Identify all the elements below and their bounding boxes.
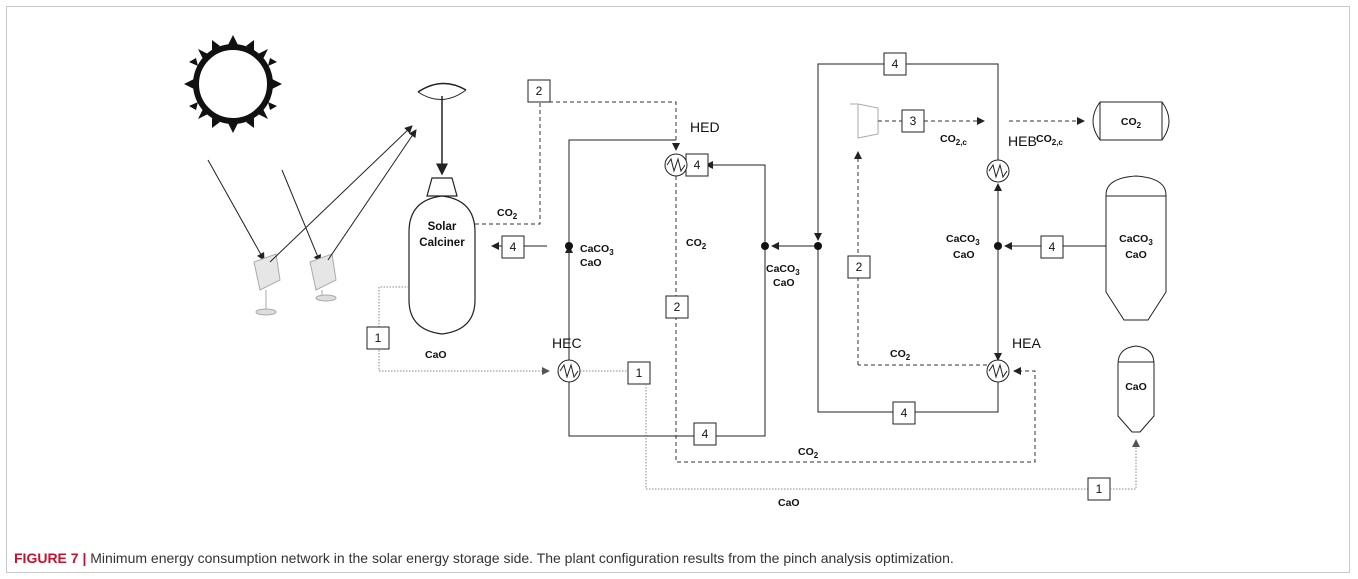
figure-frame — [6, 6, 1350, 573]
solar-calciner: Solar Calciner — [408, 177, 476, 335]
stream-loop-top — [814, 63, 999, 241]
stream-number-2a: 2 — [536, 84, 543, 98]
silo-cao-label: CaO — [1125, 381, 1147, 393]
svg-text:CaCO3: CaCO3 — [766, 263, 800, 277]
cao-label-3: CaO — [580, 257, 602, 269]
caption-text: Minimum energy consumption network in th… — [86, 550, 954, 566]
stream-number-4e: 4 — [901, 406, 908, 420]
co2-label-4: CO — [890, 348, 906, 360]
hed-label: HED — [690, 119, 720, 135]
co2-storage-tank: CO2 — [1092, 101, 1170, 141]
co2-label-3: CO — [798, 446, 814, 458]
calciner-label-line2: Calciner — [419, 237, 465, 249]
stream-number-4b: 4 — [702, 427, 709, 441]
stream-box-1a — [366, 326, 390, 350]
heat-exchanger-hec: HEC — [552, 335, 582, 383]
caco3-cao-storage-tank: CaCO3 CaO — [1105, 175, 1167, 321]
svg-text:CO2: CO2 — [890, 348, 911, 362]
stream-number-4a: 4 — [694, 158, 701, 172]
stream-number-1b: 1 — [636, 366, 643, 380]
heat-exchanger-heb: HEB — [986, 133, 1037, 183]
cao-silo: CaO — [1117, 345, 1155, 433]
stream-number-2b: 2 — [674, 300, 681, 314]
svg-text:CO2,c: CO2,c — [1036, 133, 1063, 147]
stream-number-1c: 1 — [1096, 482, 1103, 496]
co2c-label-2: CO — [1036, 133, 1052, 145]
co2-stream-hed-to-hea — [675, 176, 1036, 463]
hec-label: HEC — [552, 335, 582, 351]
heb-label: HEB — [1008, 133, 1037, 149]
reflected-ray-1 — [269, 125, 413, 263]
cao-label-1: CaO — [425, 349, 447, 361]
reflected-ray-2 — [327, 129, 417, 261]
heat-exchanger-hed: HED — [664, 119, 720, 177]
svg-text:CO2: CO2 — [798, 446, 819, 460]
heliostat-mirror-1 — [253, 253, 281, 316]
tank-co2-label: CO — [1121, 116, 1137, 128]
stream-number-4f: 4 — [1049, 240, 1056, 254]
stream-loop-bottom — [817, 250, 999, 413]
co2-label-2: CO — [686, 237, 702, 249]
caco3-label-2: CaCO — [766, 263, 795, 275]
receiver-dish — [417, 82, 467, 93]
stream-number-3: 3 — [910, 114, 917, 128]
sun-ray-2 — [281, 169, 322, 263]
svg-text:CaCO3: CaCO3 — [946, 233, 980, 247]
caco3-label-1: CaCO — [580, 243, 609, 255]
tank-cao-label: CaO — [1125, 249, 1147, 261]
tank-caco3-label: CaCO — [1119, 233, 1148, 245]
cao-label-2: CaO — [778, 497, 800, 509]
heliostat-mirror-2 — [309, 253, 337, 302]
stream-number-2c: 2 — [856, 260, 863, 274]
sun-ray-1 — [207, 159, 265, 261]
cao-label-5: CaO — [953, 249, 975, 261]
figure-caption: FIGURE 7 | Minimum energy consumption ne… — [14, 550, 954, 566]
hea-label: HEA — [1012, 335, 1041, 351]
svg-text:CO2,c: CO2,c — [940, 133, 967, 147]
svg-text:CaCO3: CaCO3 — [580, 243, 614, 257]
compressor-icon — [850, 103, 879, 139]
calciner-label-line1: Solar — [428, 221, 457, 233]
stream-number-1a: 1 — [375, 331, 382, 345]
stream-number-4d: 4 — [892, 57, 899, 71]
co2-label-1: CO — [497, 207, 513, 219]
svg-text:CO2: CO2 — [686, 237, 707, 251]
caco3-label-3: CaCO — [946, 233, 975, 245]
svg-text:CaCO3: CaCO3 — [1119, 233, 1153, 247]
stream-number-4c: 4 — [510, 240, 517, 254]
svg-text:CO2: CO2 — [497, 207, 518, 221]
cao-label-4: CaO — [773, 277, 795, 289]
cao-stream-to-silo — [1110, 439, 1140, 490]
co2c-label-1: CO — [940, 133, 956, 145]
stream-loop-right — [568, 161, 766, 437]
sun-icon — [184, 35, 282, 133]
co2-stream-calciner — [475, 101, 680, 225]
heat-exchanger-hea: HEA — [986, 335, 1041, 383]
caption-label: FIGURE 7 | — [14, 550, 87, 566]
svg-text:CO2: CO2 — [1121, 116, 1142, 130]
